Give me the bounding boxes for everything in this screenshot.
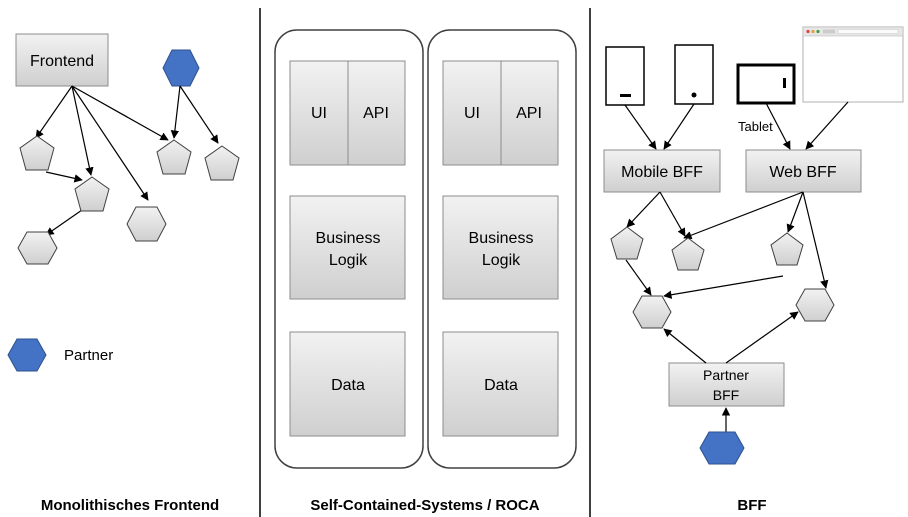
mobile-bff-box	[603, 149, 721, 193]
logik-label: Logik	[482, 252, 521, 269]
api-label: API	[516, 105, 542, 122]
scs-system-frame	[274, 29, 424, 469]
partner-hexagon	[162, 49, 200, 87]
ui-box	[289, 60, 349, 166]
api-box	[347, 60, 406, 166]
service-pentagon	[610, 226, 644, 260]
tablet-icon	[736, 63, 796, 105]
caption-bff: BFF	[737, 497, 766, 514]
ui-label: UI	[464, 105, 480, 122]
partner-hexagon	[699, 431, 745, 465]
browser-window-icon	[802, 26, 904, 103]
service-pentagon	[156, 139, 192, 175]
monolith-panel: Frontend Partner Monolithisches Frontend	[7, 33, 240, 514]
bff-panel: Tablet Mobile BFF Web BFF Partner BFF	[603, 26, 904, 514]
service-pentagon	[204, 145, 240, 181]
data-box	[442, 331, 559, 437]
service-pentagon	[74, 176, 110, 212]
scs-system-2: UI API Business Logik Data	[427, 29, 577, 469]
data-label: Data	[484, 377, 518, 394]
ui-box	[442, 60, 502, 166]
business-logic-box	[442, 195, 559, 300]
scs-system-1: UI API Business Logik Data	[274, 29, 424, 469]
ui-label: UI	[311, 105, 327, 122]
service-pentagon	[671, 237, 705, 271]
partner-bff-label-line1: Partner	[703, 367, 749, 383]
legend-partner-icon	[7, 338, 47, 372]
service-hexagon	[632, 295, 672, 329]
phone-icon	[605, 46, 645, 106]
business-logic-box	[289, 195, 406, 300]
business-label: Business	[316, 230, 381, 247]
scs-panel: UI API Business Logik Data UI API Busine…	[274, 29, 577, 514]
tablet-label: Tablet	[738, 119, 773, 134]
mobile-bff-label: Mobile BFF	[621, 164, 703, 181]
web-bff-label: Web BFF	[769, 164, 837, 181]
service-hexagon	[126, 206, 167, 242]
service-pentagon	[19, 135, 55, 171]
scs-system-frame	[427, 29, 577, 469]
frontend-label: Frontend	[30, 53, 94, 70]
phone-icon	[674, 44, 714, 105]
caption-scs: Self-Contained-Systems / ROCA	[310, 497, 539, 514]
service-hexagon	[17, 231, 58, 265]
frontend-box: Frontend	[15, 33, 109, 87]
data-label: Data	[331, 377, 365, 394]
partner-bff-label-line2: BFF	[713, 387, 739, 403]
bff-arrows	[624, 101, 849, 432]
monolith-arrows	[35, 85, 219, 236]
data-box	[289, 331, 406, 437]
api-box	[500, 60, 559, 166]
caption-monolith: Monolithisches Frontend	[41, 497, 219, 514]
logik-label: Logik	[329, 252, 368, 269]
legend-partner-label: Partner	[64, 347, 113, 364]
business-label: Business	[469, 230, 534, 247]
service-hexagon	[795, 288, 835, 322]
service-pentagon	[770, 232, 804, 266]
api-label: API	[363, 105, 389, 122]
